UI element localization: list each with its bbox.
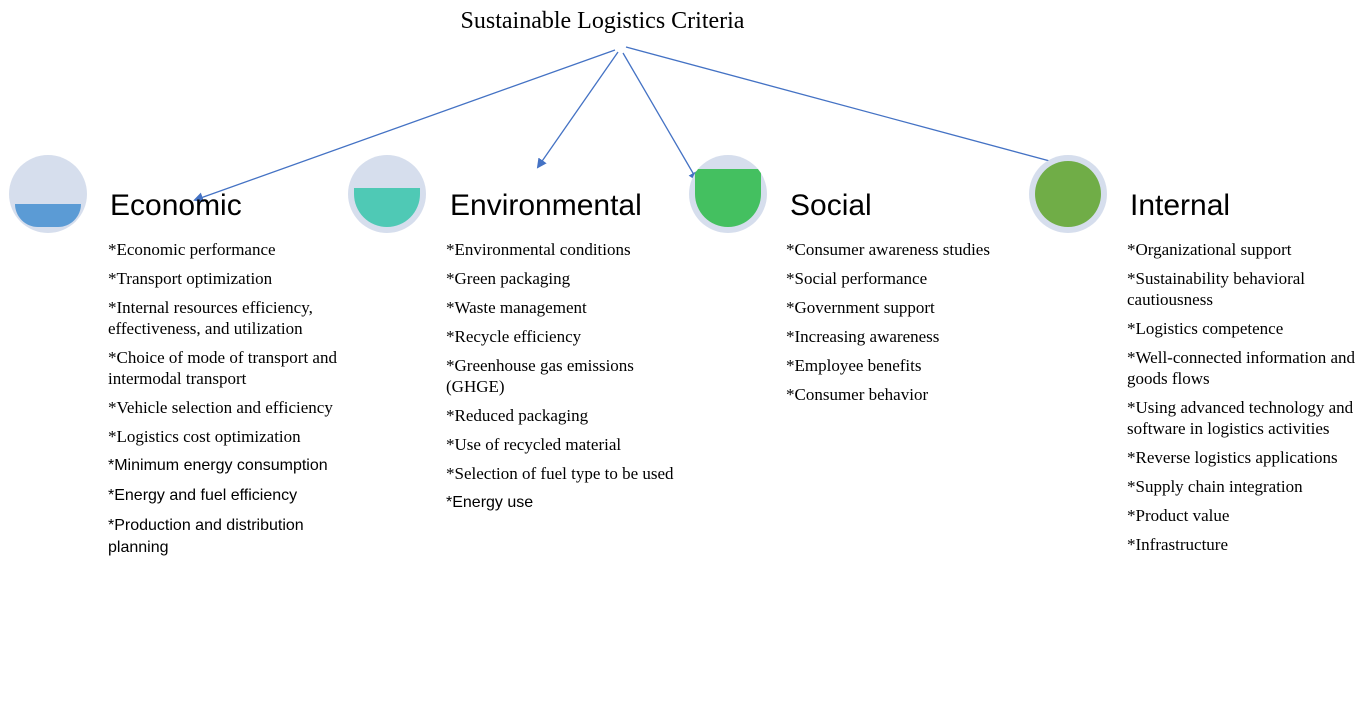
list-item: *Green packaging xyxy=(446,269,571,288)
list-item: *Use of recycled material xyxy=(446,435,622,454)
heading-social: Social xyxy=(790,189,872,222)
list-item: *Sustainability behavioral cautiousness xyxy=(1127,269,1305,309)
list-item: *Social performance xyxy=(786,269,928,288)
list-item: *Reverse logistics applications xyxy=(1127,448,1338,467)
list-item: *Organizational support xyxy=(1127,240,1292,259)
diagram-title: Sustainable Logistics Criteria xyxy=(460,8,745,34)
list-item: *Transport optimization xyxy=(108,269,273,288)
arrow-to-internal xyxy=(625,46,1089,174)
social-criteria-list: *Consumer awareness studies *Social perf… xyxy=(786,239,1001,413)
arrow-to-economic xyxy=(193,49,616,203)
arrow-to-environmental xyxy=(536,51,619,169)
list-item: *Energy and fuel efficiency xyxy=(108,487,298,504)
environmental-circle-fill xyxy=(354,188,420,227)
list-item: *Well-connected information and goods fl… xyxy=(1127,348,1356,388)
list-item: *Waste management xyxy=(446,298,587,317)
heading-internal: Internal xyxy=(1130,189,1231,222)
economic-criteria-list: *Economic performance *Transport optimiz… xyxy=(108,239,338,567)
list-item: *Choice of mode of transport and intermo… xyxy=(108,348,337,388)
list-item: *Infrastructure xyxy=(1127,535,1229,554)
heading-environmental: Environmental xyxy=(450,189,642,222)
social-circle-fill xyxy=(695,168,761,227)
list-item: *Selection of fuel type to be used xyxy=(446,464,674,483)
list-item: *Consumer behavior xyxy=(786,385,929,404)
internal-criteria-list: *Organizational support *Sustainability … xyxy=(1127,239,1359,563)
list-item: *Logistics cost optimization xyxy=(108,427,301,446)
list-item: *Reduced packaging xyxy=(446,406,589,425)
environmental-circle-icon xyxy=(348,155,426,233)
list-item: *Energy use xyxy=(446,494,534,511)
list-item: *Economic performance xyxy=(108,240,276,259)
social-circle-icon xyxy=(689,155,767,233)
heading-economic: Economic xyxy=(110,189,242,222)
list-item: *Consumer awareness studies xyxy=(786,240,990,259)
list-item: *Minimum energy consumption xyxy=(108,457,328,474)
list-item: *Greenhouse gas emissions (GHGE) xyxy=(446,356,634,396)
economic-circle-icon xyxy=(9,155,87,233)
list-item: *Product value xyxy=(1127,506,1230,525)
list-item: *Vehicle selection and efficiency xyxy=(108,398,333,417)
list-item: *Recycle efficiency xyxy=(446,327,582,346)
list-item: *Increasing awareness xyxy=(786,327,940,346)
list-item: *Employee benefits xyxy=(786,356,922,375)
list-item: *Production and distribution planning xyxy=(108,517,304,556)
arrow-to-social xyxy=(622,52,699,182)
list-item: *Supply chain integration xyxy=(1127,477,1303,496)
economic-circle-fill xyxy=(15,203,81,227)
list-item: *Logistics competence xyxy=(1127,319,1284,338)
list-item: *Using advanced technology and software … xyxy=(1127,398,1354,438)
list-item: *Internal resources efficiency, effectiv… xyxy=(108,298,313,338)
internal-circle-fill xyxy=(1035,161,1101,227)
list-item: *Environmental conditions xyxy=(446,240,631,259)
list-item: *Government support xyxy=(786,298,935,317)
internal-circle-icon xyxy=(1029,155,1107,233)
environmental-criteria-list: *Environmental conditions *Green packagi… xyxy=(446,239,681,522)
